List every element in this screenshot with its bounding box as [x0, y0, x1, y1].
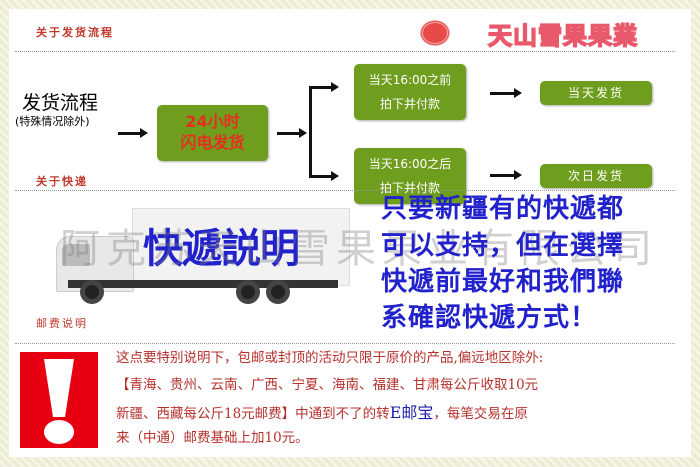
postage-line-4: 来（中通）邮费基础上加10元。: [116, 430, 309, 446]
flash-shipping-box: 24小时 闪电发货: [157, 105, 268, 161]
flow-title: 发货流程: [22, 92, 99, 114]
postage-line-3c: ，每笔交易在原: [433, 406, 528, 422]
arrow-icon: [309, 82, 339, 92]
before-line1: 当天16:00之前: [368, 73, 452, 87]
divider: [15, 190, 675, 191]
flow-subtitle: (特殊情况除外): [15, 115, 90, 128]
truck-image: 快遞説明: [48, 208, 350, 308]
main-box-line1: 24小时: [185, 112, 240, 131]
postage-line-2: 【青海、贵州、云南、广西、宁夏、海南、福建、甘肃每公斤收取10元: [116, 377, 539, 393]
postage-section-title: 邮费说明: [36, 317, 88, 330]
bracket-line: [309, 86, 312, 178]
after-line1: 当天16:00之后: [368, 157, 452, 171]
main-box-line2: 闪电发货: [180, 133, 245, 152]
truck-label: 快遞説明: [143, 226, 300, 272]
postage-line-3: 新疆、西藏每公斤18元邮费】中通到不了的转E邮宝，每笔交易在原: [116, 399, 528, 423]
before-line2: 拍下并付款: [379, 97, 440, 111]
express-line-2: 可以支持，但在選擇: [381, 231, 625, 261]
divider: [15, 51, 675, 52]
watermark: 阿克苏天山雪果果业有限公司: [60, 226, 658, 272]
after-16-box: 当天16:00之后 拍下并付款: [354, 148, 466, 204]
same-day-ship-box: 当天发货: [540, 81, 652, 105]
arrow-icon: [490, 88, 522, 98]
arrow-icon: [490, 170, 522, 180]
express-line-1: 只要新疆有的快遞都: [381, 194, 625, 224]
after-line2: 拍下并付款: [379, 181, 440, 195]
express-line-4: 系確認快遞方式！: [381, 303, 598, 333]
postage-line-1: 这点要特别说明下，包邮或封顶的活动只限于原价的产品,偏远地区除外:: [116, 350, 544, 366]
brand-name: 天山雪果果業: [487, 21, 638, 51]
arrow-icon: [277, 128, 307, 138]
arrow-icon: [309, 171, 339, 181]
brand-logo-icon: [420, 20, 450, 46]
postage-line-3a: 新疆、西藏每公斤18元邮费】中通到不了的转: [116, 406, 390, 422]
before-16-box: 当天16:00之前 拍下并付款: [354, 64, 466, 120]
e-post-label: E邮宝: [389, 403, 434, 422]
exclamation-icon: [20, 352, 98, 448]
arrow-icon: [118, 128, 148, 138]
express-section-title: 关于快递: [36, 175, 88, 188]
shipping-section-title: 关于发货流程: [36, 26, 114, 39]
divider: [15, 343, 675, 344]
express-line-3: 快遞前最好和我們聯: [381, 267, 625, 297]
next-day-ship-box: 次日发货: [540, 164, 652, 188]
